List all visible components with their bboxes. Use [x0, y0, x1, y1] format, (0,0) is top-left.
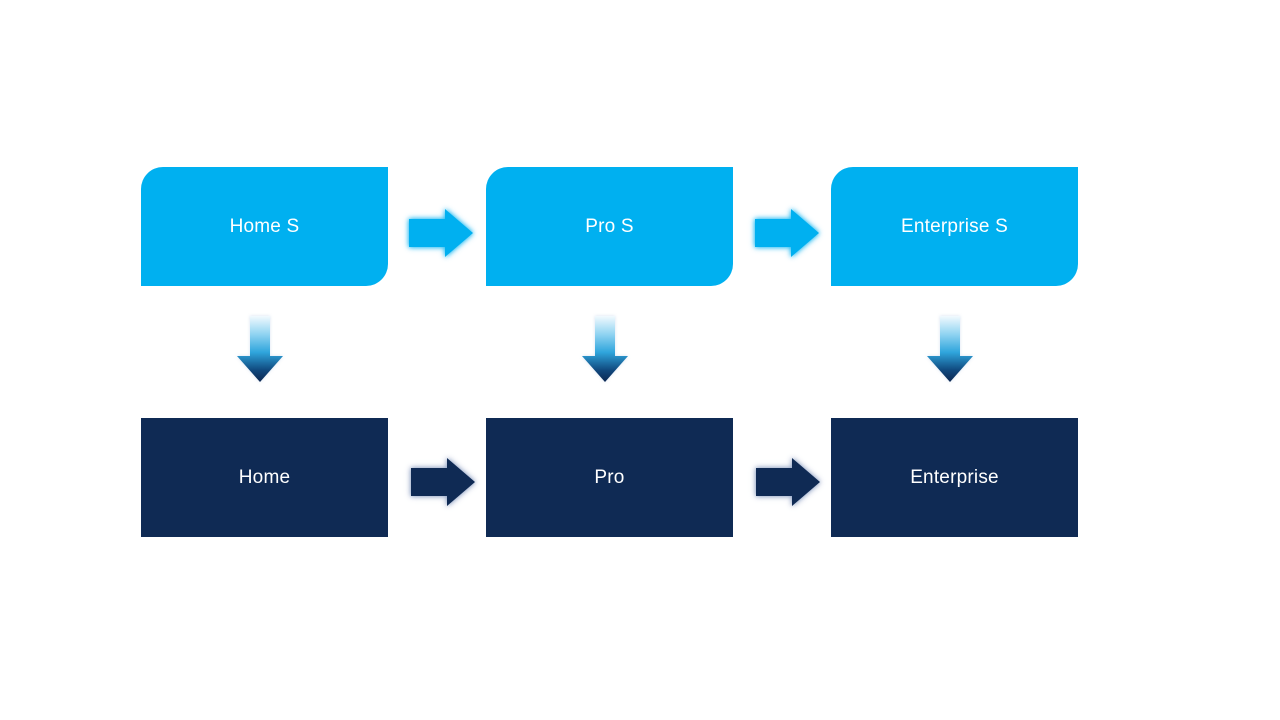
node-pro-s-label: Pro S — [585, 215, 634, 237]
node-home-s: Home S — [141, 167, 388, 286]
node-enterprise-s: Enterprise S — [831, 167, 1078, 286]
down-arrow-icon — [927, 316, 973, 382]
right-arrow-icon — [409, 209, 473, 257]
right-arrow-icon — [755, 209, 819, 257]
node-home: Home — [141, 418, 388, 537]
node-home-label: Home — [238, 466, 291, 488]
node-pro-s: Pro S — [486, 167, 733, 286]
node-enterprise: Enterprise — [831, 418, 1078, 537]
node-pro-label: Pro — [594, 466, 625, 488]
node-enterprise-label: Enterprise — [910, 466, 999, 488]
down-arrow-icon — [237, 316, 283, 382]
right-arrow-icon — [411, 458, 475, 506]
down-arrow-icon — [582, 316, 628, 382]
right-arrow-icon — [756, 458, 820, 506]
node-pro: Pro — [486, 418, 733, 537]
node-home-s-label: Home S — [229, 215, 300, 237]
node-enterprise-s-label: Enterprise S — [901, 215, 1008, 237]
